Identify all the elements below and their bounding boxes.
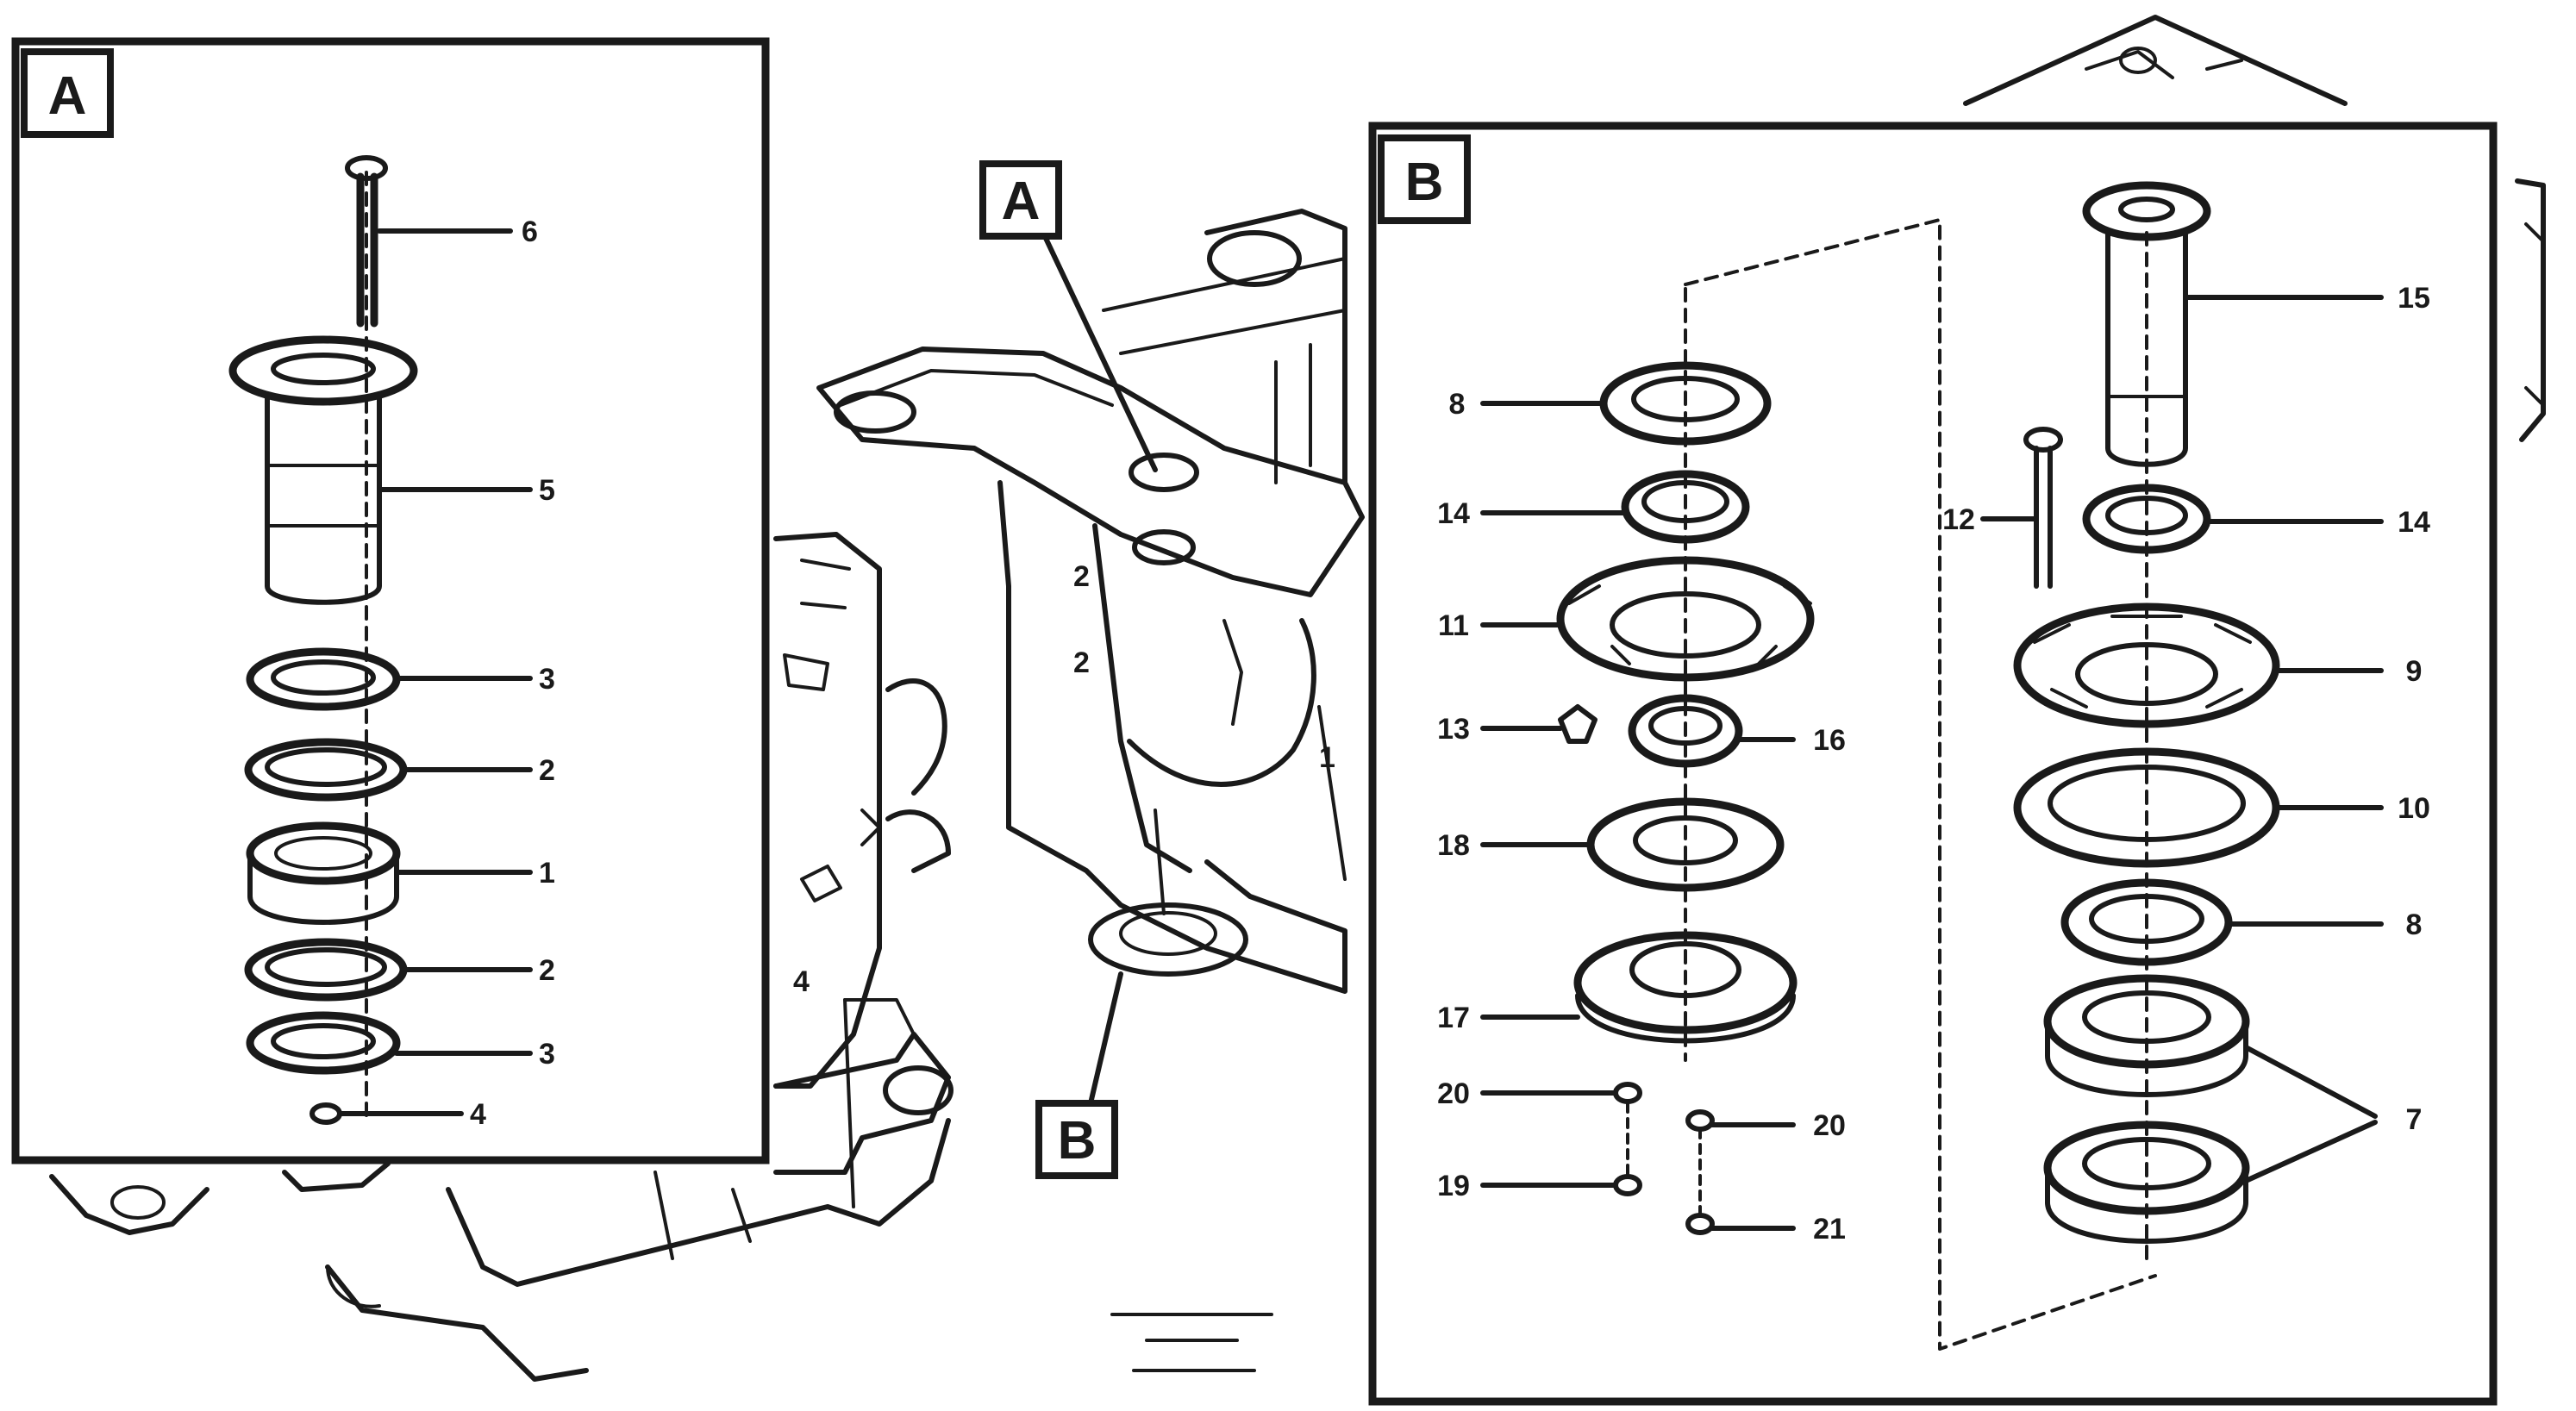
frame-mark: 1 bbox=[1319, 741, 1335, 774]
a-bushing bbox=[228, 335, 418, 605]
upper-right-fragment bbox=[1963, 15, 2348, 106]
main-label-a-text: A bbox=[1002, 172, 1041, 231]
callout-11: 11 bbox=[1438, 609, 1469, 642]
panel-b-right-callouts: 15 12 14 9 10 8 7 bbox=[1942, 282, 2430, 1183]
steering-frame-drawing bbox=[49, 209, 1365, 1382]
b-nipple bbox=[1558, 704, 1597, 744]
callout-3: 3 bbox=[539, 1038, 555, 1071]
b-spacer bbox=[1628, 694, 1743, 768]
callout-3: 3 bbox=[539, 663, 555, 696]
callout-15: 15 bbox=[2398, 282, 2430, 315]
callout-17: 17 bbox=[1437, 1002, 1470, 1034]
b-hub bbox=[1573, 931, 1798, 1044]
callout-2: 2 bbox=[539, 754, 555, 787]
a-pin bbox=[345, 155, 388, 328]
callout-21: 21 bbox=[1813, 1213, 1846, 1246]
panel-b: B bbox=[1368, 122, 2498, 1406]
frame-mark: 4 bbox=[793, 965, 810, 998]
b-bearing-lower bbox=[2043, 1121, 2250, 1244]
callout-8: 8 bbox=[2406, 908, 2423, 941]
callout-19: 19 bbox=[1437, 1170, 1470, 1202]
panel-b-title: B bbox=[1405, 153, 1444, 212]
callout-14: 14 bbox=[1437, 497, 1470, 530]
panel-a-label-box bbox=[21, 48, 114, 138]
main-label-b: B bbox=[1035, 1100, 1118, 1179]
main-label-b-text: B bbox=[1058, 1111, 1097, 1171]
callout-8: 8 bbox=[1449, 388, 1466, 421]
frame-mark: 2 bbox=[1073, 560, 1090, 593]
b-flange bbox=[1556, 556, 1815, 682]
frame-marks: 2 2 1 4 bbox=[793, 560, 1335, 998]
main-view-leaders bbox=[1041, 230, 1158, 1106]
callout-2: 2 bbox=[539, 954, 555, 987]
frame-mark: 2 bbox=[1073, 646, 1090, 679]
panel-a-callouts: 6 5 3 2 1 2 3 4 bbox=[337, 215, 555, 1131]
b-pin bbox=[2082, 181, 2211, 467]
b-collar bbox=[1621, 470, 1750, 544]
callout-10: 10 bbox=[2398, 792, 2430, 825]
callout-14: 14 bbox=[2398, 506, 2430, 539]
callout-5: 5 bbox=[539, 474, 555, 507]
callout-16: 16 bbox=[1813, 724, 1846, 757]
main-label-a: A bbox=[979, 160, 1062, 240]
callout-18: 18 bbox=[1437, 829, 1470, 862]
panel-a: A bbox=[11, 37, 770, 1164]
callout-9: 9 bbox=[2406, 655, 2423, 688]
callout-20: 20 bbox=[1813, 1109, 1846, 1142]
callout-12: 12 bbox=[1942, 503, 1975, 536]
callout-20: 20 bbox=[1437, 1077, 1470, 1110]
a-bearing bbox=[246, 821, 401, 925]
b-plate bbox=[2013, 602, 2280, 728]
callout-6: 6 bbox=[522, 215, 538, 248]
catalog-reference bbox=[1110, 1313, 1273, 1372]
a-ring2 bbox=[246, 1011, 401, 1075]
right-edge-fragment bbox=[2515, 178, 2546, 442]
b-bearing-upper bbox=[2043, 974, 2250, 1097]
panel-b-left-callouts: 8 14 11 13 16 18 17 20 19 20 21 bbox=[1437, 388, 1846, 1246]
callout-1: 1 bbox=[539, 857, 555, 890]
callout-4: 4 bbox=[470, 1098, 486, 1131]
panel-a-title: A bbox=[48, 66, 87, 126]
panel-b-label-box bbox=[1378, 134, 1471, 224]
callout-13: 13 bbox=[1437, 713, 1470, 746]
callout-7: 7 bbox=[2406, 1103, 2423, 1136]
